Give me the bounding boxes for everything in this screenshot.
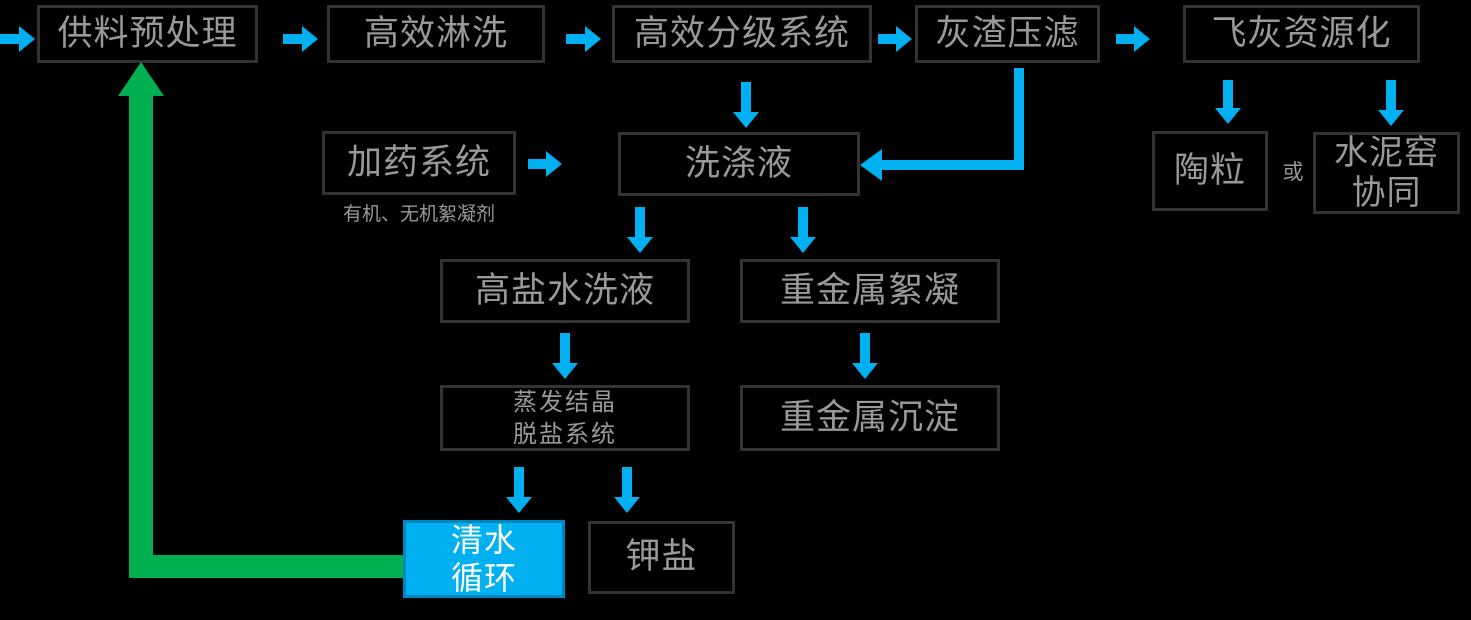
arrow-grading-to-liquor-shaft [741, 82, 751, 112]
node-cement-kiln-line1: 水泥窑 [1334, 132, 1439, 173]
node-heavy-metal-flocculation: 重金属絮凝 [740, 259, 1000, 323]
arrow-feed-to-washing-head-icon [302, 26, 318, 52]
node-heavy-metal-precipitation: 重金属沉淀 [740, 385, 1000, 451]
node-evaporation-desalting-line2: 脱盐系统 [513, 420, 617, 448]
node-ash-filter-press-label: 灰渣压滤 [935, 13, 1080, 54]
node-ceramsite-label: 陶粒 [1173, 150, 1246, 191]
node-clean-water-cycle: 清水 循环 [403, 520, 565, 598]
node-feed-pretreatment-label: 供料预处理 [57, 13, 238, 54]
arrow-washing-to-grading-shaft [566, 34, 586, 44]
arrow-recycling-to-kiln-shaft [1386, 80, 1396, 110]
green-recycle-arrow-horizontal [141, 555, 403, 578]
node-feed-pretreatment: 供料预处理 [37, 5, 258, 63]
arrow-liquor-to-brine-shaft [635, 207, 645, 237]
node-high-salt-brine: 高盐水洗液 [440, 259, 690, 323]
arrow-brine-to-evaporation-head-icon [552, 363, 578, 379]
node-grading-system-label: 高效分级系统 [633, 13, 850, 54]
arrow-flocculation-to-precipitation-head-icon [852, 363, 878, 379]
elbow-press-to-liquor-vertical [1014, 68, 1024, 170]
arrow-evaporation-to-water-head-icon [506, 497, 532, 513]
node-efficient-washing-label: 高效淋洗 [363, 13, 508, 54]
arrow-feed-to-washing-shaft [283, 34, 303, 44]
node-clean-water-cycle-line2: 循环 [450, 559, 517, 597]
node-washing-liquid: 洗涤液 [618, 132, 860, 196]
node-potassium-salt: 钾盐 [588, 521, 735, 594]
arrow-recycling-to-kiln-head-icon [1378, 110, 1404, 126]
node-evaporation-desalting: 蒸发结晶 脱盐系统 [440, 385, 690, 451]
node-clean-water-cycle-line1: 清水 [450, 520, 517, 559]
node-heavy-metal-flocculation-label: 重金属絮凝 [779, 270, 960, 311]
node-ash-filter-press: 灰渣压滤 [915, 5, 1100, 63]
node-potassium-salt-label: 钾盐 [625, 537, 698, 578]
node-dosing-system-label: 加药系统 [346, 142, 491, 183]
arrow-liquor-to-flocculation-head-icon [790, 237, 816, 253]
green-recycle-arrow-vertical [129, 95, 153, 578]
arrow-recycling-to-ceramsite-head-icon [1215, 108, 1241, 124]
dosing-system-caption: 有机、无机絮凝剂 [342, 203, 495, 225]
arrow-brine-to-evaporation-shaft [560, 333, 570, 363]
or-connector-label: 或 [1282, 160, 1304, 184]
arrow-washing-to-grading-head-icon [585, 26, 601, 52]
elbow-press-to-liquor-horizontal [882, 160, 1024, 170]
arrow-evaporation-to-water-shaft [514, 467, 524, 497]
node-ceramsite: 陶粒 [1152, 131, 1268, 211]
arrow-press-to-recycling-shaft [1116, 34, 1135, 44]
arrow-recycling-to-ceramsite-shaft [1223, 80, 1233, 108]
node-dosing-system: 加药系统 [322, 131, 516, 195]
node-fly-ash-recycling-label: 飞灰资源化 [1211, 13, 1392, 54]
node-efficient-washing: 高效淋洗 [327, 5, 545, 63]
arrow-grading-to-press-shaft [878, 34, 897, 44]
node-heavy-metal-precipitation-label: 重金属沉淀 [779, 397, 960, 438]
node-washing-liquid-label: 洗涤液 [684, 143, 793, 184]
arrow-liquor-to-flocculation-shaft [798, 207, 808, 237]
node-grading-system: 高效分级系统 [612, 5, 872, 63]
arrow-evaporation-to-potassium-shaft [622, 467, 632, 497]
node-cement-kiln-line2: 协同 [1351, 173, 1422, 213]
elbow-press-to-liquor-head-icon [860, 149, 882, 181]
node-fly-ash-recycling: 飞灰资源化 [1183, 5, 1420, 63]
arrow-flocculation-to-precipitation-shaft [860, 333, 870, 363]
arrow-dosing-to-liquor-head-icon [546, 151, 562, 177]
arrow-dosing-to-liquor-shaft [528, 159, 547, 169]
arrow-liquor-to-brine-head-icon [627, 237, 653, 253]
green-recycle-arrow-head-icon [118, 62, 164, 96]
arrow-into-feed-head-icon [19, 26, 35, 52]
node-evaporation-desalting-line1: 蒸发结晶 [513, 387, 617, 416]
arrow-into-feed-shaft [0, 34, 20, 44]
arrow-evaporation-to-potassium-head-icon [614, 497, 640, 513]
arrow-grading-to-press-head-icon [896, 26, 912, 52]
arrow-press-to-recycling-head-icon [1134, 26, 1150, 52]
node-high-salt-brine-label: 高盐水洗液 [474, 270, 655, 311]
arrow-grading-to-liquor-head-icon [733, 112, 759, 128]
node-cement-kiln: 水泥窑 协同 [1313, 132, 1460, 214]
